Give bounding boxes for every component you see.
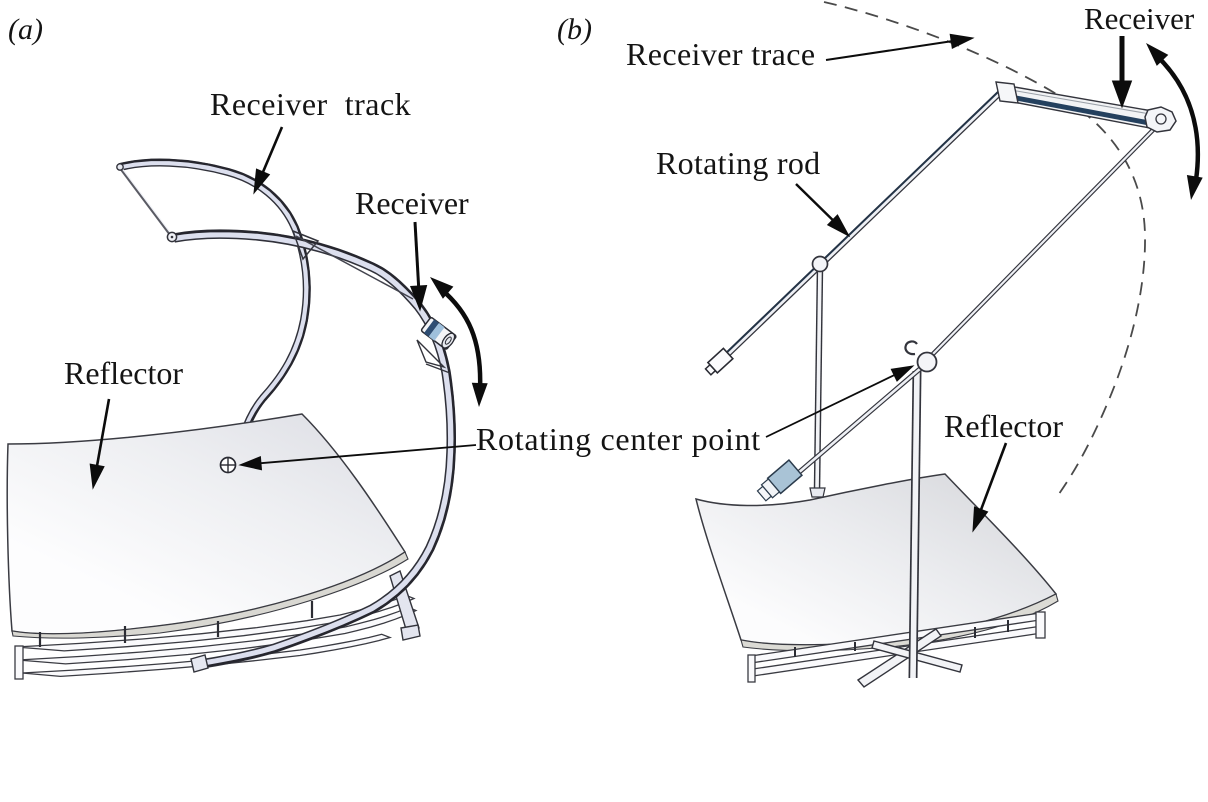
svg-text:(a): (a) [8,13,43,46]
svg-text:Receiver: Receiver [1084,1,1195,36]
svg-text:Rotating center point: Rotating center point [476,421,761,457]
svg-text:Receiver trace: Receiver trace [626,36,815,72]
svg-text:Receiver: Receiver [355,185,469,221]
svg-text:Reflector: Reflector [944,408,1063,444]
svg-text:(b): (b) [557,13,592,46]
svg-text:Reflector: Reflector [64,355,183,391]
svg-text:Rotating rod: Rotating rod [656,145,820,181]
svg-text:Receiver track: Receiver track [210,86,411,122]
